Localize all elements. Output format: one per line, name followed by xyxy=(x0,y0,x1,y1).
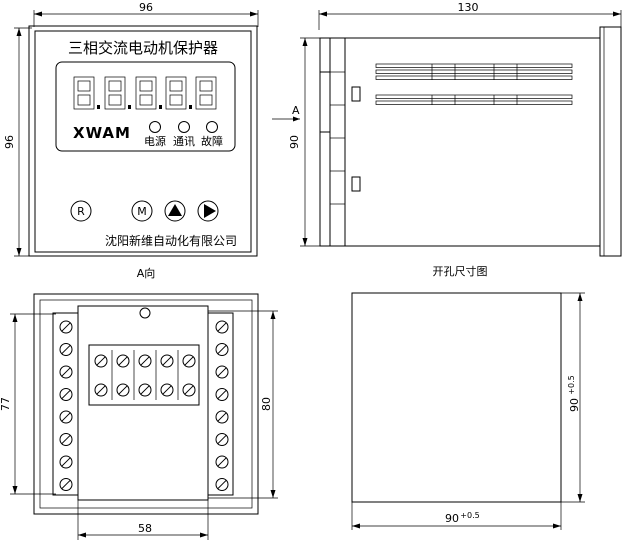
cutout-caption: 开孔尺寸图 xyxy=(433,264,488,278)
triangle-up-icon xyxy=(168,204,182,216)
fault-led-icon xyxy=(206,121,218,133)
digit-3 xyxy=(135,76,162,110)
rear-housing xyxy=(33,293,259,515)
digit-1 xyxy=(73,76,100,110)
front-panel xyxy=(34,30,252,253)
mounting-hole-icon xyxy=(139,307,151,319)
fault-led-label: 故障 xyxy=(201,134,223,148)
digit-5 xyxy=(195,76,217,110)
screw-icon xyxy=(116,383,130,397)
center-terminal-block xyxy=(88,344,200,406)
clip-lower xyxy=(351,176,361,192)
comm-led-icon xyxy=(178,121,190,133)
screw-icon xyxy=(215,320,229,334)
screw-icon xyxy=(94,383,108,397)
screw-icon xyxy=(59,433,73,446)
comm-led-label: 通讯 xyxy=(173,135,195,148)
screw-icon xyxy=(59,320,73,334)
vent-slots xyxy=(375,63,573,105)
svg-text:R: R xyxy=(77,205,85,218)
triangle-right-icon xyxy=(204,204,216,218)
cutout-width-tol: +0.5 xyxy=(460,511,479,520)
left-terminal-strip xyxy=(52,312,79,496)
brand-logo: XWAM xyxy=(73,124,131,142)
screw-icon xyxy=(59,410,73,424)
right-terminal-strip xyxy=(207,312,234,496)
rear-width-dim: 58 xyxy=(138,522,152,535)
digit-2 xyxy=(104,76,131,110)
screw-icon xyxy=(138,354,152,368)
screw-icon xyxy=(59,478,73,491)
left-terminal-screws xyxy=(59,320,73,491)
screw-icon xyxy=(215,433,229,446)
svg-text:M: M xyxy=(137,205,147,218)
clip-upper xyxy=(351,86,361,102)
screw-icon xyxy=(215,365,229,379)
cutout-height-tol: +0.5 xyxy=(567,375,576,394)
rear-inner-height-dim: 77 xyxy=(0,397,12,411)
front-view: 96 96 三相交流电动机保护器 xyxy=(3,1,259,257)
housing-body xyxy=(319,37,601,247)
rear-view: A向 77 80 58 xyxy=(0,266,278,540)
device-title: 三相交流电动机保护器 xyxy=(68,39,218,57)
front-bezel xyxy=(28,25,258,257)
view-arrow-label: A xyxy=(292,104,300,117)
screw-icon xyxy=(59,343,73,356)
screw-icon xyxy=(182,383,196,397)
cutout-outline xyxy=(351,292,562,503)
power-led-label: 电源 xyxy=(144,134,166,148)
power-led-icon xyxy=(149,121,161,133)
screw-icon xyxy=(59,455,73,469)
cutout-width-dim: 90 xyxy=(445,512,459,525)
side-front-bezel xyxy=(599,26,622,257)
screw-icon xyxy=(94,354,108,368)
screw-icon xyxy=(215,343,229,356)
screw-icon xyxy=(215,455,229,469)
cutout-view: 开孔尺寸图 90 +0.5 90 +0.5 xyxy=(351,264,585,530)
screw-icon xyxy=(160,383,174,397)
rear-center-plate xyxy=(77,305,209,501)
screw-icon xyxy=(215,478,229,491)
manufacturer-name: 沈阳新维自动化有限公司 xyxy=(105,233,237,248)
cutout-height-dim: 90 xyxy=(568,398,581,412)
display-window xyxy=(55,61,236,152)
side-height-dim: 90 xyxy=(288,135,301,149)
right-terminal-screws xyxy=(215,320,229,491)
up-button xyxy=(164,200,186,222)
rear-view-caption: A向 xyxy=(137,266,156,280)
screw-icon xyxy=(182,354,196,368)
digit-4 xyxy=(165,76,192,110)
right-button xyxy=(197,200,219,222)
center-terminal-screws xyxy=(94,350,196,400)
rear-outer-height-dim: 80 xyxy=(260,397,273,411)
screw-icon xyxy=(138,383,152,397)
screw-icon xyxy=(215,388,229,401)
reset-button: R xyxy=(70,200,92,222)
mode-button: M xyxy=(131,200,153,222)
front-height-dim: 96 xyxy=(3,135,16,149)
terminal-block xyxy=(329,37,346,247)
screw-icon xyxy=(215,410,229,424)
screw-icon xyxy=(59,388,73,401)
screw-icon xyxy=(116,354,130,368)
seven-segment-display xyxy=(73,76,217,110)
side-view: 130 90 A xyxy=(272,1,622,257)
screw-icon xyxy=(59,365,73,379)
side-length-dim: 130 xyxy=(458,1,479,14)
screw-icon xyxy=(160,354,174,368)
front-width-dim: 96 xyxy=(139,1,153,14)
